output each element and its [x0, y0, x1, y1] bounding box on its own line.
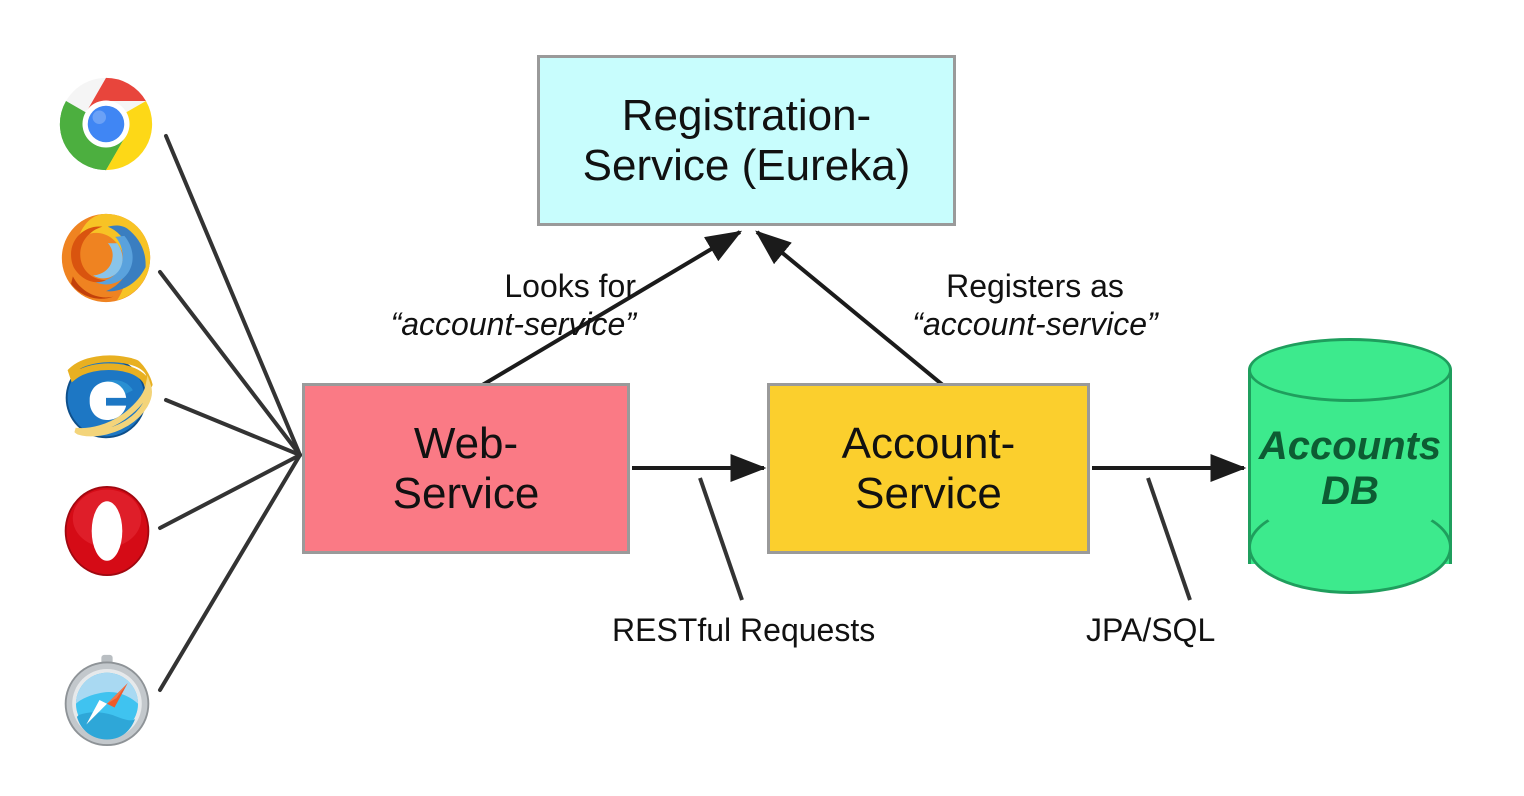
caption-registers-as-line2: “account-service”	[912, 305, 1158, 342]
database-cylinder-bottom	[1248, 500, 1452, 594]
caption-looks-for-line2: “account-service”	[390, 305, 636, 342]
caption-registers-as: Registers as “account-service”	[880, 268, 1190, 344]
node-account-service-label: Account- Service	[841, 419, 1016, 518]
caption-registers-as-line1: Registers as	[946, 268, 1124, 304]
node-web-service-label: Web- Service	[392, 419, 540, 518]
node-account-service[interactable]: Account- Service	[767, 383, 1090, 554]
edge-browsers-to-web-service	[158, 134, 302, 692]
caption-restful-requests: RESTful Requests	[612, 612, 876, 648]
database-cylinder-top	[1248, 338, 1452, 402]
leader-line-restful	[698, 477, 744, 601]
chrome-icon	[59, 77, 153, 171]
opera-icon	[64, 486, 150, 576]
node-accounts-database-label: Accounts DB	[1258, 424, 1442, 513]
caption-jpa-sql: JPA/SQL	[1086, 612, 1216, 648]
internet-explorer-icon	[65, 355, 154, 439]
node-accounts-database[interactable]: Accounts DB	[1248, 338, 1452, 596]
node-registration-service-label: Registration- Service (Eureka)	[582, 91, 911, 190]
node-registration-service[interactable]: Registration- Service (Eureka)	[537, 55, 956, 226]
leader-line-jpasql	[1146, 477, 1192, 601]
caption-looks-for: Looks for “account-service”	[306, 268, 636, 344]
safari-icon	[64, 654, 150, 747]
caption-looks-for-line1: Looks for	[504, 268, 636, 304]
firefox-icon	[61, 213, 151, 303]
node-web-service[interactable]: Web- Service	[302, 383, 630, 554]
